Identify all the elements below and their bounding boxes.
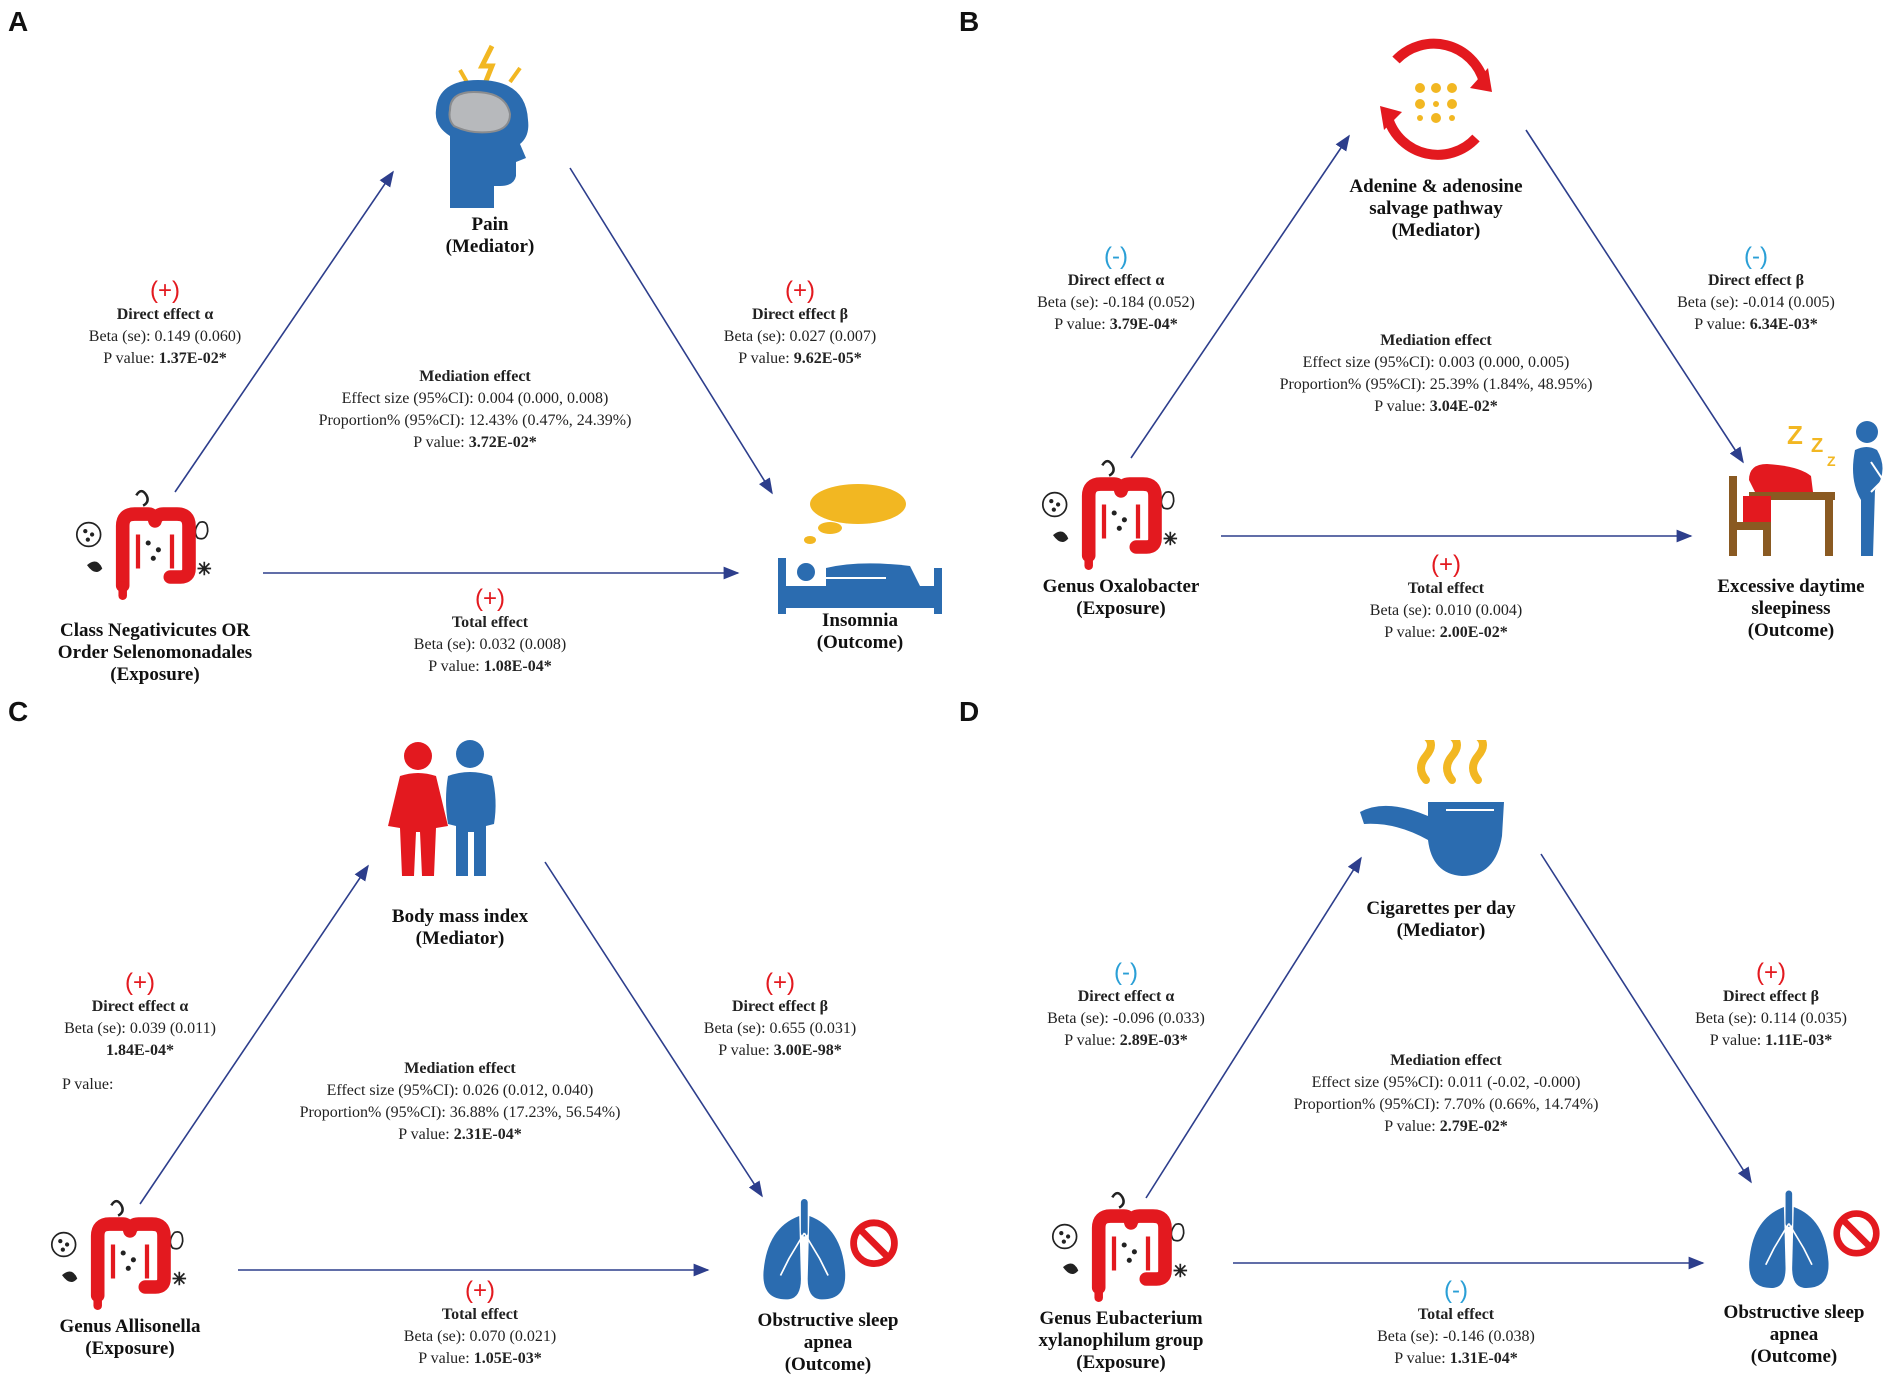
head-pain-icon	[435, 44, 529, 208]
mediation-effect: Mediation effect Effect size (95%CI): 0.…	[318, 368, 632, 451]
effect-sign: (+)	[765, 969, 795, 996]
svg-text:Z: Z	[1787, 420, 1803, 450]
effect-sign: (+)	[785, 277, 815, 304]
arrow-mediator-outcome	[544, 861, 763, 1198]
panel-a: A Pain (Mediator) Class Negativicutes OR…	[0, 0, 951, 690]
effect-sign: (+)	[150, 277, 180, 304]
direct-effect-beta: (+) Direct effect β Beta (se): 0.114 (0.…	[1646, 960, 1896, 1052]
direct-effect-alpha: (+) Direct effect α Beta (se): 0.039 (0.…	[20, 970, 260, 1062]
panel-c: C Body mass index (Mediator) Genus Allis…	[0, 690, 951, 1380]
panel-letter: B	[959, 6, 980, 37]
total-effect: (+) Total effect Beta (se): 0.070 (0.021…	[360, 1278, 600, 1370]
lungs-icon	[1741, 1180, 1902, 1300]
svg-text:Z: Z	[1827, 453, 1836, 469]
effect-sign: (-)	[1114, 959, 1138, 986]
mediator-label: Pain (Mediator)	[445, 214, 535, 257]
panel-d: D Cigarettes per day (Mediator) Genus Eu…	[951, 690, 1902, 1380]
outcome-label: Obstructive sleep apnea (Outcome)	[1723, 1302, 1865, 1367]
outcome-label: Excessive daytime sleepiness (Outcome)	[1717, 576, 1865, 641]
arrows	[1130, 129, 1744, 543]
arrows	[174, 167, 773, 580]
arrow-mediator-outcome	[569, 167, 773, 495]
outcome-label: Insomnia (Outcome)	[816, 610, 904, 653]
arrow-exposure-mediator	[139, 864, 369, 1205]
panel-letter: A	[8, 6, 29, 37]
gut-icon	[70, 478, 240, 608]
arrow-mediator-outcome	[1525, 129, 1744, 464]
arrow-mediator-outcome	[1540, 853, 1752, 1184]
gut-icon	[1046, 1180, 1216, 1310]
mediation-effect: Mediation effect Effect size (95%CI): 0.…	[1293, 1052, 1599, 1135]
mediation-effect: Mediation effect Effect size (95%CI): 0.…	[1279, 332, 1593, 415]
exposure-label: Genus Oxalobacter (Exposure)	[1042, 576, 1200, 619]
outcome-label: Obstructive sleep apnea (Outcome)	[757, 1310, 899, 1375]
sleepiness-desk-icon: Z Z Z	[1729, 420, 1885, 556]
arrows	[1145, 853, 1752, 1270]
direct-effect-alpha: (-) Direct effect α Beta (se): -0.184 (0…	[991, 244, 1241, 336]
insomnia-bed-icon	[778, 484, 942, 614]
effect-sign: (-)	[1744, 243, 1768, 270]
total-effect: (+) Total effect Beta (se): 0.032 (0.008…	[370, 586, 610, 678]
cycle-pathway-icon	[1380, 38, 1492, 160]
mediator-label: Body mass index (Mediator)	[391, 906, 529, 949]
svg-text:Z: Z	[1811, 435, 1823, 457]
arrow-exposure-mediator	[1130, 134, 1350, 459]
direct-effect-beta: (+) Direct effect β Beta (se): 0.027 (0.…	[675, 278, 925, 370]
total-effect: (+) Total effect Beta (se): 0.010 (0.004…	[1326, 552, 1566, 644]
gut-icon	[45, 1188, 215, 1318]
direct-effect-beta: (+) Direct effect β Beta (se): 0.655 (0.…	[655, 970, 905, 1062]
effect-sign: (+)	[475, 585, 505, 612]
pipe-smoke-icon	[1360, 740, 1504, 876]
effect-sign: (+)	[1431, 551, 1461, 578]
effect-sign: (+)	[465, 1277, 495, 1304]
exposure-label: Class Negativicutes OR Order Selenomonad…	[57, 620, 253, 685]
direct-effect-alpha: (+) Direct effect α Beta (se): 0.149 (0.…	[40, 278, 290, 370]
panel-letter: C	[8, 696, 29, 727]
effect-sign: (+)	[1756, 959, 1786, 986]
mediator-label: Cigarettes per day (Mediator)	[1366, 898, 1516, 941]
p-value-label: P value:	[62, 1076, 114, 1093]
exposure-label: Genus Allisonella (Exposure)	[59, 1316, 201, 1359]
body-mass-people-icon	[388, 740, 496, 876]
direct-effect-alpha: (-) Direct effect α Beta (se): -0.096 (0…	[1001, 960, 1251, 1052]
arrow-exposure-mediator	[174, 170, 394, 493]
panel-letter: D	[959, 696, 980, 727]
effect-sign: (-)	[1444, 1277, 1468, 1304]
effect-sign: (-)	[1104, 243, 1128, 270]
direct-effect-beta: (-) Direct effect β Beta (se): -0.014 (0…	[1631, 244, 1881, 336]
total-effect: (-) Total effect Beta (se): -0.146 (0.03…	[1336, 1278, 1576, 1370]
gut-icon	[1036, 448, 1206, 578]
lungs-icon	[755, 1190, 925, 1310]
panel-b: B Adenine & adenosine salvage pathway (M…	[951, 0, 1902, 690]
arrow-exposure-mediator	[1145, 856, 1362, 1199]
effect-sign: (+)	[125, 969, 155, 996]
arrows	[139, 861, 763, 1277]
mediation-effect: Mediation effect Effect size (95%CI): 0.…	[299, 1060, 621, 1143]
exposure-label: Genus Eubacterium xylanophilum group (Ex…	[1038, 1308, 1204, 1373]
mediator-label: Adenine & adenosine salvage pathway (Med…	[1349, 176, 1523, 241]
